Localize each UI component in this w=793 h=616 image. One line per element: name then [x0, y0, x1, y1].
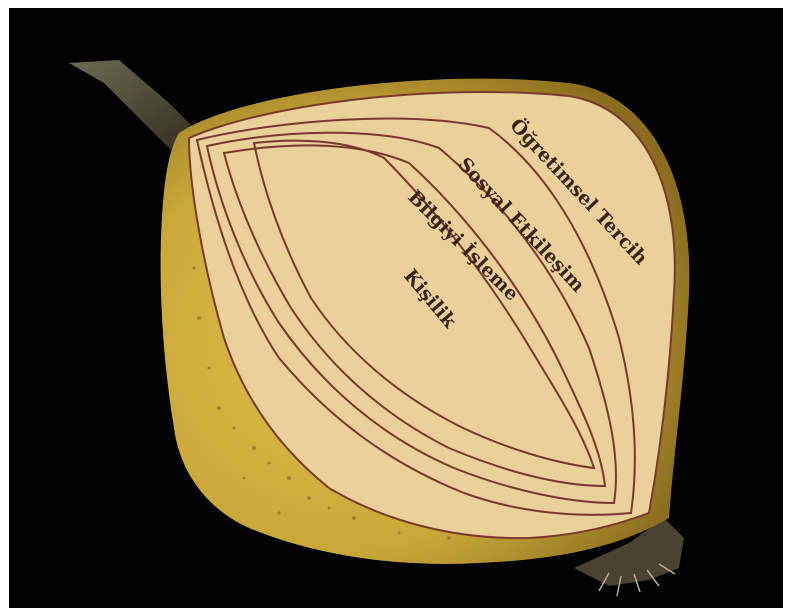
onion-illustration: Öğretimsel Tercih Sosyal Etkileşim Bilgi… — [9, 8, 783, 608]
onion-diagram: Öğretimsel Tercih Sosyal Etkileşim Bilgi… — [9, 8, 783, 608]
